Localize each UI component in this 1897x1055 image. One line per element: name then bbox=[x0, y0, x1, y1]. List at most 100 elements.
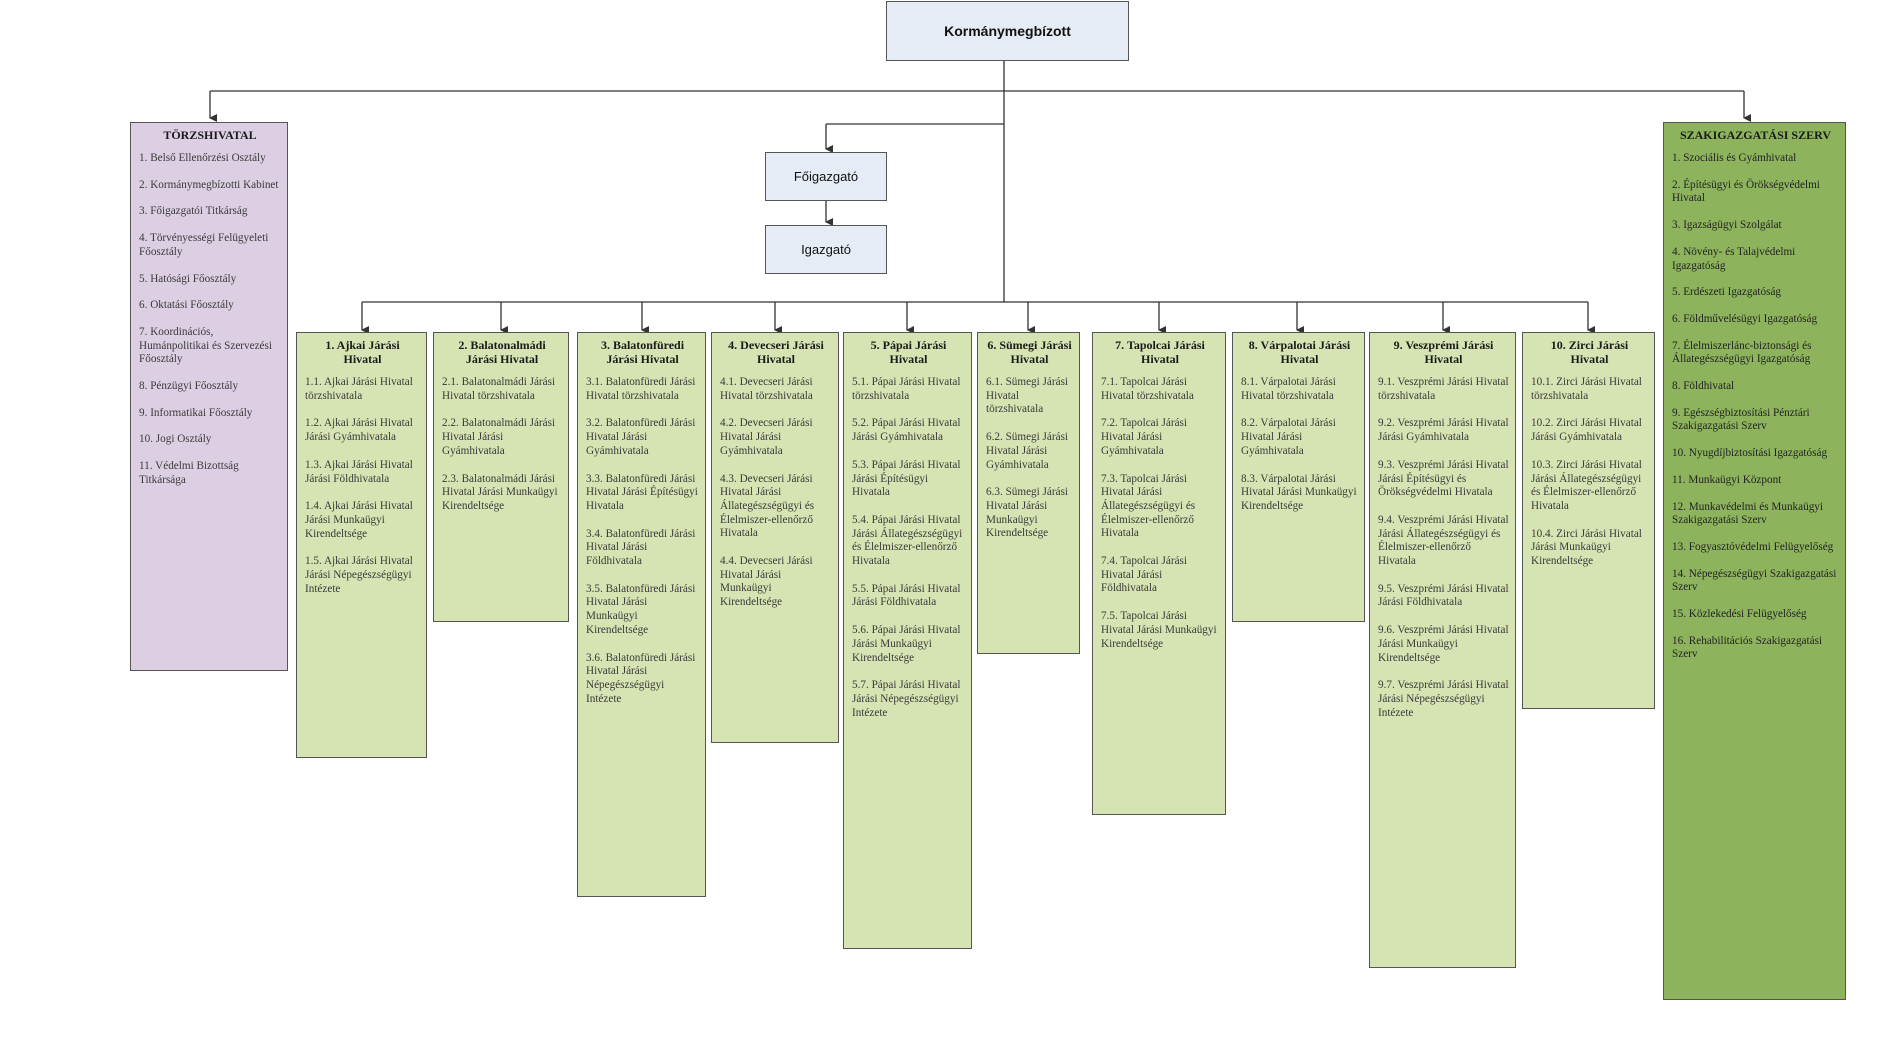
jaras-title: 2. Balatonalmádi Járási Hivatal bbox=[458, 338, 546, 366]
jaras-title: 6. Sümegi Járási Hivatal bbox=[987, 338, 1072, 366]
jaras-item-list: 8.1. Várpalotai Járási Hivatal törzshiva… bbox=[1241, 376, 1358, 514]
unit-item: 10.3. Zirci Járási Hivatal Járási Állate… bbox=[1531, 458, 1642, 512]
unit-item: 6.2. Sümegi Járási Hivatal Járási Gyámhi… bbox=[986, 431, 1069, 471]
unit-item: 9.4. Veszprémi Járási Hivatal Járási Áll… bbox=[1378, 513, 1509, 568]
unit-item: 2.3. Balatonalmádi Járási Hivatal Járási… bbox=[442, 472, 558, 512]
unit-item: 7.3. Tapolcai Járási Hivatal Járási Álla… bbox=[1101, 472, 1196, 540]
szakigazgatasi-item-list: 1. Szociális és Gyámhivatal 2. Építésügyi… bbox=[1672, 152, 1839, 662]
unit-item: 5.6. Pápai Járási Hivatal Járási Munkaüg… bbox=[852, 624, 961, 664]
unit-item: 3.2. Balatonfüredi Járási Hivatal Járási… bbox=[586, 417, 696, 457]
jaras-box-tapolca: 7. Tapolcai Járási Hivatal 7.1. Tapolcai… bbox=[1092, 332, 1226, 815]
unit-item: 10. Nyugdíjbiztosítási Igazgatóság bbox=[1672, 447, 1828, 460]
unit-item: 7.1. Tapolcai Járási Hivatal törzshivata… bbox=[1101, 376, 1194, 402]
jaras-title: 9. Veszprémi Járási Hivatal bbox=[1393, 338, 1494, 366]
jaras-item-list: 2.1. Balatonalmádi Járási Hivatal törzsh… bbox=[442, 376, 562, 514]
unit-item: 9.7. Veszprémi Járási Hivatal Járási Nép… bbox=[1378, 679, 1509, 719]
foigazgato-box: Főigazgató bbox=[765, 152, 887, 201]
jaras-title: 3. Balatonfüredi Járási Hivatal bbox=[600, 338, 685, 366]
unit-item: 7. Élelmiszerlánc-biztonsági és Állategé… bbox=[1672, 339, 1812, 366]
jaras-box-papa: 5. Pápai Járási Hivatal 5.1. Pápai Járás… bbox=[843, 332, 972, 949]
unit-item: 9.1. Veszprémi Járási Hivatal törzshivat… bbox=[1378, 376, 1509, 402]
unit-item: 6. Földművelésügyi Igazgatóság bbox=[1672, 312, 1818, 325]
unit-item: 5.3. Pápai Járási Hivatal Járási Építésü… bbox=[852, 458, 961, 499]
unit-item: 7.4. Tapolcai Járási Hivatal Járási Föld… bbox=[1101, 555, 1187, 595]
unit-item: 8.1. Várpalotai Járási Hivatal törzshiva… bbox=[1241, 376, 1336, 402]
unit-item: 4.4. Devecseri Járási Hivatal Járási Mun… bbox=[720, 555, 813, 609]
jaras-title: 5. Pápai Járási Hivatal bbox=[870, 338, 947, 366]
unit-item: 3.6. Balatonfüredi Járási Hivatal Járási… bbox=[586, 651, 696, 705]
unit-item: 12. Munkavédelmi és Munkaügyi Szakigazga… bbox=[1672, 500, 1824, 527]
unit-item: 5.5. Pápai Járási Hivatal Járási Földhiv… bbox=[852, 582, 961, 609]
igazgato-box: Igazgató bbox=[765, 225, 887, 274]
jaras-title: 1. Ajkai Járási Hivatal bbox=[325, 338, 400, 366]
jaras-item-list: 3.1. Balatonfüredi Járási Hivatal törzsh… bbox=[586, 376, 699, 706]
unit-item: 4.3. Devecseri Járási Hivatal Járási Áll… bbox=[720, 472, 815, 540]
jaras-box-devecser: 4. Devecseri Járási Hivatal 4.1. Devecse… bbox=[711, 332, 839, 743]
unit-item: 3. Főigazgatói Titkárság bbox=[139, 205, 248, 218]
unit-item: 3. Igazságügyi Szolgálat bbox=[1672, 219, 1782, 232]
jaras-title: 4. Devecseri Járási Hivatal bbox=[728, 338, 824, 366]
unit-item: 1.5. Ajkai Járási Hivatal Járási Népegés… bbox=[305, 555, 413, 595]
unit-item: 9.5. Veszprémi Járási Hivatal Járási Föl… bbox=[1378, 582, 1509, 609]
unit-item: 10.2. Zirci Járási Hivatal Járási Gyámhi… bbox=[1531, 417, 1642, 444]
unit-item: 8. Pénzügyi Főosztály bbox=[139, 380, 239, 393]
unit-item: 3.4. Balatonfüredi Járási Hivatal Járási… bbox=[586, 527, 696, 568]
szakigazgatasi-szerv-title: SZAKIGAZGATÁSI SZERV bbox=[1679, 128, 1832, 142]
unit-item: 9.3. Veszprémi Járási Hivatal Járási Épí… bbox=[1378, 458, 1509, 499]
jaras-title: 8. Várpalotai Járási Hivatal bbox=[1248, 338, 1351, 366]
foigazgato-label: Főigazgató bbox=[793, 169, 859, 184]
unit-item: 5.4. Pápai Járási Hivatal Járási Állateg… bbox=[852, 513, 963, 568]
unit-item: 9. Informatikai Főosztály bbox=[139, 406, 253, 419]
unit-item: 16. Rehabilitációs Szakigazgatási Szerv bbox=[1672, 634, 1823, 661]
torzshivatal-title: TÖRZSHIVATAL bbox=[163, 128, 257, 142]
unit-item: 10.4. Zirci Járási Hivatal Járási Munkaü… bbox=[1531, 527, 1642, 568]
unit-item: 2. Építésügyi és Örökségvédelmi Hivatal bbox=[1672, 178, 1820, 205]
jaras-box-sumeg: 6. Sümegi Járási Hivatal 6.1. Sümegi Jár… bbox=[977, 332, 1080, 654]
jaras-box-balatonalmadi: 2. Balatonalmádi Járási Hivatal 2.1. Bal… bbox=[433, 332, 569, 622]
jaras-box-veszprem: 9. Veszprémi Járási Hivatal 9.1. Veszpré… bbox=[1369, 332, 1516, 968]
unit-item: 7.2. Tapolcai Járási Hivatal Járási Gyám… bbox=[1101, 417, 1187, 457]
kormanymegbizott-label: Kormánymegbízott bbox=[944, 23, 1071, 39]
jaras-item-list: 10.1. Zirci Járási Hivatal törzshivatala… bbox=[1531, 376, 1648, 569]
unit-item: 9.6. Veszprémi Járási Hivatal Járási Mun… bbox=[1378, 624, 1509, 664]
unit-item: 2. Kormánymegbízotti Kabinet bbox=[139, 178, 279, 191]
unit-item: 1.2. Ajkai Járási Hivatal Járási Gyámhiv… bbox=[305, 417, 413, 444]
unit-item: 1. Szociális és Gyámhivatal bbox=[1672, 152, 1797, 164]
unit-item: 6.3. Sümegi Járási Hivatal Járási Munkaü… bbox=[986, 486, 1069, 540]
szakigazgatasi-szerv-box: SZAKIGAZGATÁSI SZERV 1. Szociális és Gyá… bbox=[1663, 122, 1846, 1000]
jaras-box-balatonfured: 3. Balatonfüredi Járási Hivatal 3.1. Bal… bbox=[577, 332, 706, 897]
unit-item: 6.1. Sümegi Járási Hivatal törzshivatala bbox=[986, 376, 1069, 416]
unit-item: 11. Védelmi Bizottság Titkársága bbox=[139, 460, 239, 486]
unit-item: 2.1. Balatonalmádi Járási Hivatal törzsh… bbox=[442, 376, 556, 402]
unit-item: 14. Népegészségügyi Szakigazgatási Szerv bbox=[1672, 567, 1837, 594]
jaras-item-list: 6.1. Sümegi Járási Hivatal törzshivatala… bbox=[986, 376, 1073, 541]
jaras-title: 10. Zirci Járási Hivatal bbox=[1550, 338, 1629, 366]
jaras-item-list: 9.1. Veszprémi Járási Hivatal törzshivat… bbox=[1378, 376, 1509, 720]
igazgato-label: Igazgató bbox=[801, 242, 851, 257]
unit-item: 3.1. Balatonfüredi Járási Hivatal törzsh… bbox=[586, 376, 696, 402]
unit-item: 4.1. Devecseri Járási Hivatal törzshivat… bbox=[720, 376, 813, 402]
jaras-item-list: 1.1. Ajkai Járási Hivatal törzshivatala 1… bbox=[305, 376, 420, 596]
unit-item: 5.1. Pápai Járási Hivatal törzshivatala bbox=[852, 376, 961, 402]
unit-item: 13. Fogyasztóvédelmi Felügyelőség bbox=[1672, 540, 1834, 553]
jaras-item-list: 5.1. Pápai Járási Hivatal törzshivatala 5… bbox=[852, 376, 965, 720]
kormanymegbizott-box: Kormánymegbízott bbox=[886, 1, 1129, 61]
jaras-item-list: 4.1. Devecseri Járási Hivatal törzshivat… bbox=[720, 376, 832, 610]
unit-item: 7.5. Tapolcai Járási Hivatal Járási Munk… bbox=[1101, 610, 1217, 650]
unit-item: 8.3. Várpalotai Járási Hivatal Járási Mu… bbox=[1241, 472, 1357, 512]
jaras-item-list: 7.1. Tapolcai Járási Hivatal törzshivata… bbox=[1101, 376, 1219, 651]
unit-item: 1.4. Ajkai Járási Hivatal Járási Munkaüg… bbox=[305, 500, 413, 540]
unit-item: 4.2. Devecseri Járási Hivatal Járási Gyá… bbox=[720, 417, 813, 457]
jaras-title: 7. Tapolcai Járási Hivatal bbox=[1115, 338, 1205, 366]
unit-item: 5.7. Pápai Járási Hivatal Járási Népegés… bbox=[852, 679, 961, 719]
unit-item: 4. Növény- és Talajvédelmi Igazgatóság bbox=[1672, 245, 1796, 272]
unit-item: 3.5. Balatonfüredi Járási Hivatal Járási… bbox=[586, 582, 696, 636]
unit-item: 5.2. Pápai Járási Hivatal Járási Gyámhiv… bbox=[852, 417, 961, 444]
unit-item: 7. Koordinációs, Humánpolitikai és Szerv… bbox=[139, 325, 272, 366]
unit-item: 1.1. Ajkai Járási Hivatal törzshivatala bbox=[305, 376, 413, 402]
jaras-box-varpalota: 8. Várpalotai Járási Hivatal 8.1. Várpal… bbox=[1232, 332, 1365, 622]
unit-item: 9. Egészségbiztosítási Pénztári Szakigaz… bbox=[1672, 406, 1810, 433]
unit-item: 9.2. Veszprémi Járási Hivatal Járási Gyá… bbox=[1378, 417, 1509, 444]
unit-item: 8. Földhivatal bbox=[1672, 380, 1735, 393]
